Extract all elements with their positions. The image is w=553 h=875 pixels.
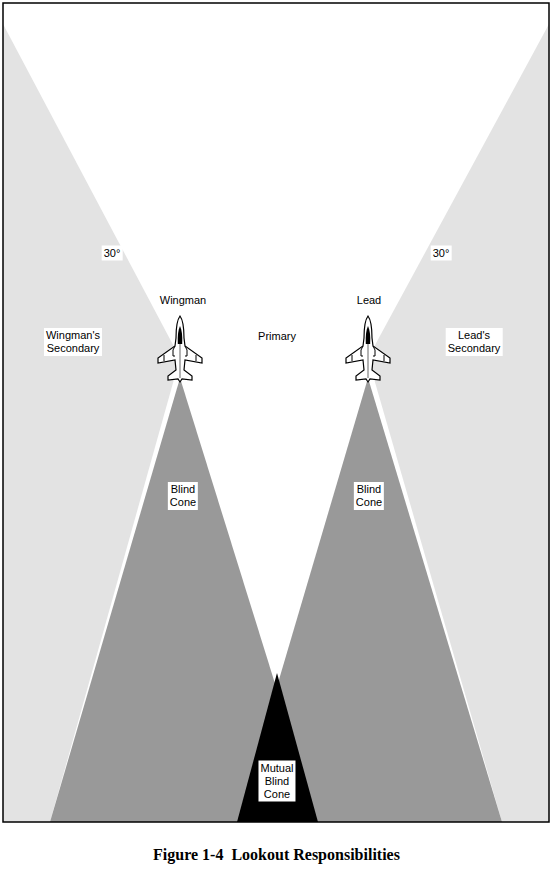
aircraft-label: Lead — [357, 294, 381, 307]
cone-label: Blind Cone — [168, 482, 198, 510]
sector-label: Wingman's Secondary — [44, 328, 102, 356]
cone-label: Mutual Blind Cone — [258, 761, 295, 802]
cone-label: Blind Cone — [354, 482, 384, 510]
aircraft-label: Wingman — [160, 294, 206, 307]
figure-caption: Figure 1-4 Lookout Responsibilities — [0, 846, 553, 864]
sector-label: Primary — [258, 330, 296, 343]
angle-label: 30° — [102, 246, 123, 261]
angle-label: 30° — [431, 246, 452, 261]
sector-label: Lead's Secondary — [446, 328, 503, 356]
